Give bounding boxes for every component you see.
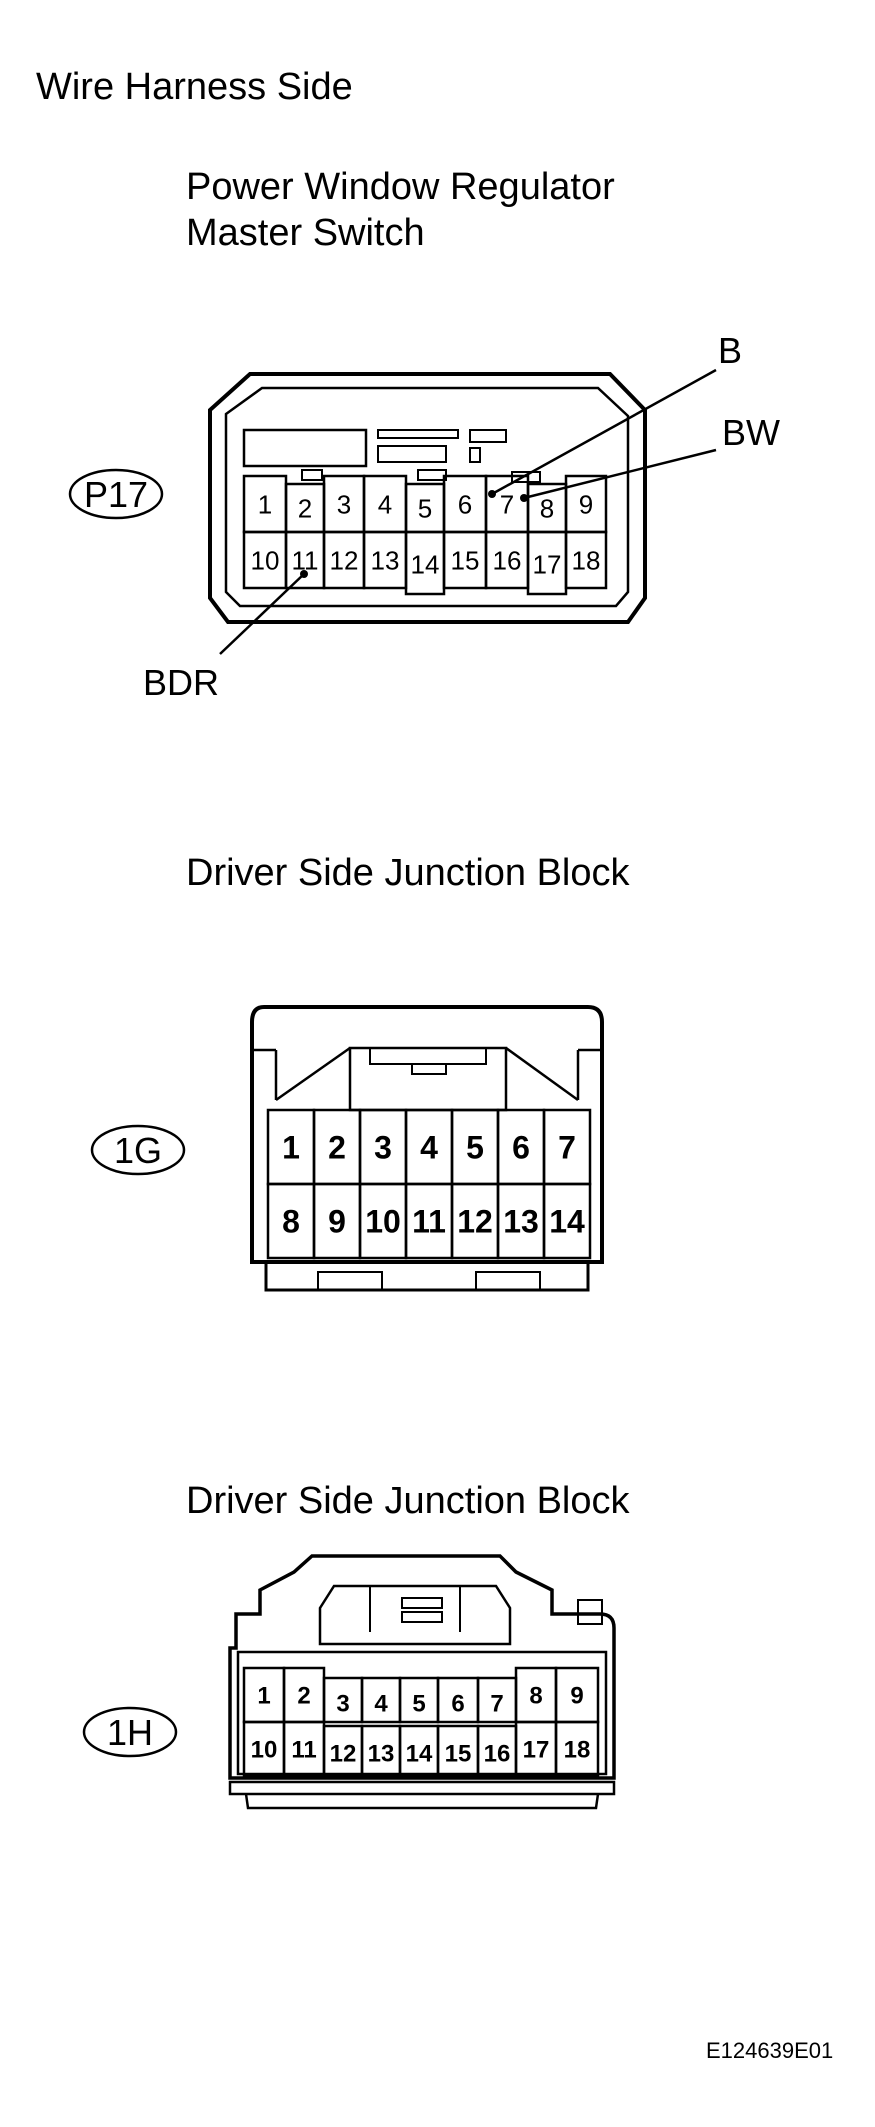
pin-cell xyxy=(542,1182,592,1260)
callout-label-b: B xyxy=(718,330,743,371)
connector-id-1g: 1G xyxy=(114,1130,162,1171)
callout-dots-p17 xyxy=(300,490,528,578)
pin-number: 4 xyxy=(374,1691,388,1718)
connector-title-p17-line1: Power Window Regulator xyxy=(186,166,615,208)
callout-label-bdr: BDR xyxy=(143,662,220,703)
page-heading: Wire Harness Side xyxy=(36,66,353,108)
connector-id-badge-1g: 1G xyxy=(90,1124,186,1176)
pin-number: 6 xyxy=(512,1130,530,1166)
connector-p17 xyxy=(208,372,647,624)
connector-title-1h: Driver Side Junction Block xyxy=(186,1480,630,1522)
callout-leaders-p17 xyxy=(219,368,717,655)
pin-number: 10 xyxy=(365,1204,401,1240)
pin-number: 16 xyxy=(493,545,522,575)
pin-number: 4 xyxy=(378,489,392,519)
pin-number: 15 xyxy=(451,545,480,575)
pin-number: 9 xyxy=(570,1683,583,1710)
pin-number: 1 xyxy=(257,1683,270,1710)
pin-number: 3 xyxy=(336,1691,349,1718)
connector-id-p17: P17 xyxy=(84,474,148,515)
pin-number: 15 xyxy=(445,1741,472,1768)
pin-number: 14 xyxy=(406,1741,433,1768)
pin-number: 6 xyxy=(451,1691,464,1718)
pin-number: 13 xyxy=(503,1204,539,1240)
pin-number: 11 xyxy=(412,1204,446,1240)
connector-title-p17-line2: Master Switch xyxy=(186,212,425,254)
pin-number: 1 xyxy=(258,489,272,519)
pin-number: 13 xyxy=(368,1741,395,1768)
pin-cell xyxy=(554,1720,600,1778)
pin-cell xyxy=(564,530,608,590)
pin-number: 10 xyxy=(251,545,280,575)
pin-number: 8 xyxy=(529,1683,542,1710)
pin-number: 2 xyxy=(328,1130,346,1166)
pin-number: 12 xyxy=(330,545,359,575)
pin-number: 3 xyxy=(337,489,351,519)
pin-number: 4 xyxy=(420,1130,438,1166)
pin-number: 8 xyxy=(540,493,554,523)
connector-title-1g: Driver Side Junction Block xyxy=(186,852,630,894)
figure-code: E124639E01 xyxy=(706,2038,834,2063)
pin-number: 18 xyxy=(572,545,601,575)
pin-number: 7 xyxy=(558,1130,576,1166)
pin-number: 5 xyxy=(412,1691,425,1718)
pin-number: 1 xyxy=(282,1130,300,1166)
pin-number: 14 xyxy=(411,549,440,579)
pin-number: 18 xyxy=(564,1737,591,1764)
connector-id-1h: 1H xyxy=(107,1712,153,1753)
pin-number: 17 xyxy=(523,1737,550,1764)
pin-number: 13 xyxy=(371,545,400,575)
pin-number: 6 xyxy=(458,489,472,519)
connector-id-badge-p17: P17 xyxy=(68,468,164,520)
connector-1h xyxy=(228,1554,616,1810)
pin-number: 7 xyxy=(490,1691,503,1718)
pin-number: 9 xyxy=(328,1204,346,1240)
pin-number: 2 xyxy=(298,493,312,523)
pin-number: 3 xyxy=(374,1130,392,1166)
pin-number: 2 xyxy=(297,1683,310,1710)
connector-id-badge-1h: 1H xyxy=(82,1706,178,1758)
pin-number: 7 xyxy=(500,489,514,519)
callout-label-bw: BW xyxy=(722,412,780,453)
pin-number: 16 xyxy=(484,1741,511,1768)
pin-number: 9 xyxy=(579,489,593,519)
pin-number: 12 xyxy=(330,1741,357,1768)
pin-number: 5 xyxy=(466,1130,484,1166)
pin-number: 8 xyxy=(282,1204,300,1240)
pin-number: 10 xyxy=(251,1737,278,1764)
pin-number: 11 xyxy=(291,1737,316,1764)
pin-number: 5 xyxy=(418,493,432,523)
pin-number: 17 xyxy=(533,549,562,579)
pin-number: 12 xyxy=(457,1204,493,1240)
pin-number: 14 xyxy=(549,1204,585,1240)
